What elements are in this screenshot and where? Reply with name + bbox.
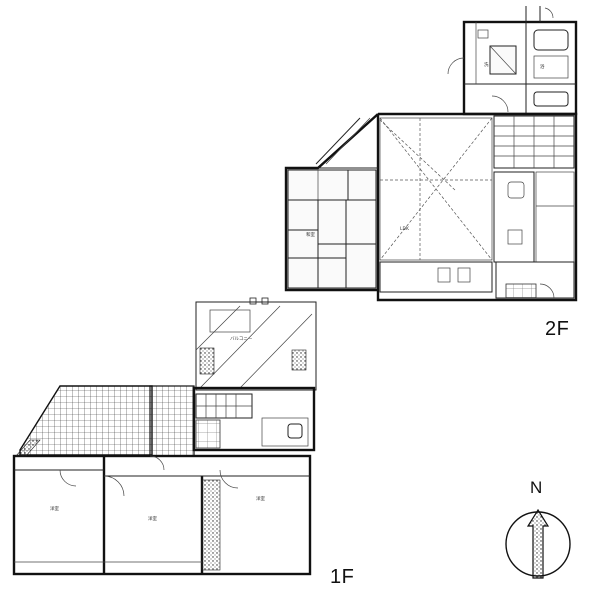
toilet: [533, 91, 569, 107]
svg-text:浴: 浴: [540, 63, 545, 70]
second-floor-plan: 洗 浴: [284, 6, 578, 302]
svg-text:洋室: 洋室: [50, 505, 59, 512]
terrace-deck: [19, 385, 153, 456]
bathtub: [533, 29, 569, 51]
closet-column: [201, 479, 221, 571]
svg-text:バルコニー: バルコニー: [230, 336, 253, 342]
north-arrow-icon: [505, 508, 571, 579]
svg-text:洗: 洗: [484, 61, 489, 68]
svg-text:LDK: LDK: [400, 226, 410, 232]
stairs-2f: [493, 115, 575, 169]
second-floor-label: 2F: [545, 318, 570, 340]
bath-block: 洗 浴: [447, 6, 578, 116]
svg-text:洋室: 洋室: [256, 495, 265, 502]
north-label: N: [530, 478, 543, 497]
first-floor-plan: 洋室 洋室 洋室 バルコニー: [12, 297, 317, 576]
svg-text:和室: 和室: [306, 231, 315, 238]
kitchen-counter: [493, 171, 535, 263]
svg-text:洋室: 洋室: [148, 515, 157, 522]
first-floor-label: 1F: [330, 566, 355, 588]
ldk-room: [379, 117, 493, 261]
entrance-genkan: [195, 419, 221, 449]
stairs-1f: [195, 393, 253, 419]
second-floor-body: LDK 和室: [284, 112, 578, 302]
